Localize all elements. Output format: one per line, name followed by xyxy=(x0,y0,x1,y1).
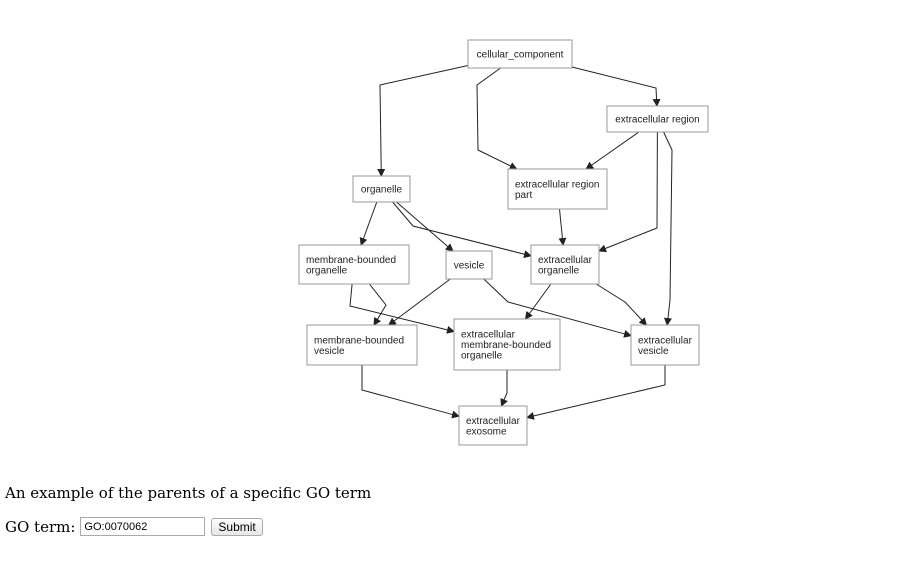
go-term-form: GO term: Submit xyxy=(5,517,263,536)
node-extracellular-region: extracellular region xyxy=(606,105,709,133)
edge-membrane-bounded-vesicle-to-extracellular-exosome xyxy=(361,365,460,419)
go-term-label: GO term: xyxy=(5,517,76,536)
submit-button[interactable]: Submit xyxy=(211,517,263,536)
edge-organelle-to-extracellular-organelle xyxy=(392,201,532,259)
edge-cellular-component-to-extracellular-region-part xyxy=(476,67,518,170)
edge-extracellular-organelle-to-extracellular-membrane-bounded-organelle xyxy=(524,283,552,320)
node-box xyxy=(507,168,608,210)
edge-cellular-component-to-extracellular-region xyxy=(571,66,661,107)
edge-extracellular-region-part-to-extracellular-organelle xyxy=(558,208,567,246)
node-label-line: part xyxy=(515,190,532,201)
node-label-line: membrane-bounded xyxy=(314,335,404,346)
node-label-line: organelle xyxy=(306,265,348,276)
go-term-input[interactable] xyxy=(80,517,206,536)
node-label-line: extracellular xyxy=(461,330,516,341)
node-box xyxy=(453,318,561,371)
edge-extracellular-region-to-extracellular-region-part xyxy=(585,131,640,170)
node-box xyxy=(530,244,600,285)
node-label-line: extracellular xyxy=(638,335,693,346)
edge-extracellular-membrane-bounded-organelle-to-extracellular-exosome xyxy=(500,370,508,407)
node-label-line: extracellular xyxy=(466,416,521,427)
edge-vesicle-to-membrane-bounded-vesicle xyxy=(387,278,451,326)
edge-extracellular-organelle-to-extracellular-vesicle xyxy=(595,283,648,326)
node-label-line: extracellular region xyxy=(515,179,600,190)
node-label-line: organelle xyxy=(538,265,580,276)
node-box xyxy=(352,175,411,203)
nodes-layer: cellular_component extracellular region or… xyxy=(298,39,709,446)
node-organelle: organelle xyxy=(352,175,411,203)
go-parent-graph: cellular_component extracellular region or… xyxy=(298,39,709,446)
edge-extracellular-vesicle-to-extracellular-exosome xyxy=(526,365,666,420)
node-label-line: vesicle xyxy=(454,261,485,272)
edge-vesicle-to-extracellular-vesicle xyxy=(483,278,632,338)
edge-membrane-bounded-organelle-to-extracellular-membrane-bounded-organelle xyxy=(349,283,455,334)
node-label-line: membrane-bounded xyxy=(306,255,396,266)
node-box xyxy=(606,105,709,133)
edge-extracellular-region-to-extracellular-vesicle xyxy=(663,131,673,326)
node-vesicle: vesicle xyxy=(445,250,493,280)
node-label-line: membrane-bounded xyxy=(461,340,551,351)
node-box xyxy=(306,324,418,366)
node-label-line: organelle xyxy=(361,185,403,196)
node-label-line: extracellular xyxy=(538,255,593,266)
caption-text: An example of the parents of a specific … xyxy=(5,484,372,502)
node-label-line: cellular_component xyxy=(477,50,564,61)
node-label-line: vesicle xyxy=(314,346,345,357)
edge-organelle-to-vesicle xyxy=(396,201,454,252)
node-box xyxy=(445,250,493,280)
node-box xyxy=(467,39,573,69)
node-label-line: exosome xyxy=(466,426,507,437)
node-cellular-component: cellular_component xyxy=(467,39,573,69)
edge-organelle-to-membrane-bounded-organelle xyxy=(359,201,378,246)
edges-layer xyxy=(349,65,673,420)
edge-cellular-component-to-organelle xyxy=(377,65,469,177)
node-box xyxy=(298,244,410,285)
edge-extracellular-region-to-extracellular-organelle xyxy=(598,131,658,253)
node-box xyxy=(458,405,528,446)
node-label-line: extracellular region xyxy=(615,115,700,126)
node-box xyxy=(630,324,700,366)
edge-membrane-bounded-organelle-to-membrane-bounded-vesicle xyxy=(369,283,387,326)
node-label-line: vesicle xyxy=(638,346,669,357)
node-label-line: organelle xyxy=(461,351,503,362)
